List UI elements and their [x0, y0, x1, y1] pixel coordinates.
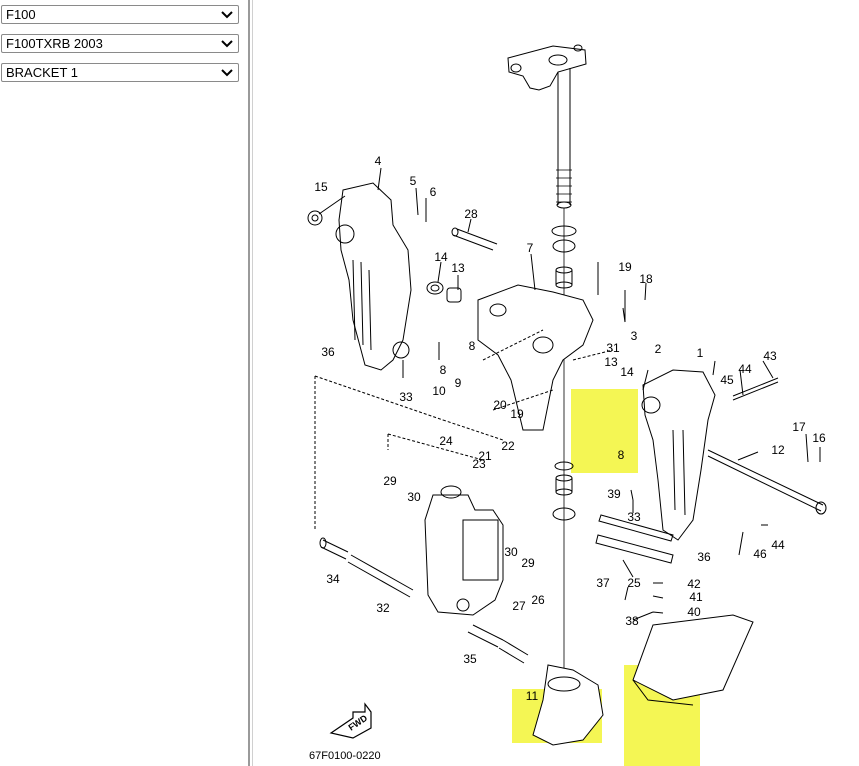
- callout-16[interactable]: 16: [812, 431, 826, 445]
- tilt-ram-unit: [424, 494, 504, 616]
- callout-1[interactable]: 1: [697, 346, 704, 360]
- callout-17[interactable]: 17: [792, 420, 806, 434]
- callout-30[interactable]: 30: [407, 490, 421, 504]
- callout-25[interactable]: 25: [627, 576, 641, 590]
- callout-38[interactable]: 38: [625, 614, 639, 628]
- callout-32[interactable]: 32: [376, 601, 390, 615]
- callout-40[interactable]: 40: [687, 605, 701, 619]
- callout-36[interactable]: 36: [321, 345, 335, 359]
- steering-arm: [507, 45, 587, 91]
- callout-19[interactable]: 19: [618, 260, 632, 274]
- callout-11[interactable]: 11: [526, 689, 539, 703]
- callout-13[interactable]: 13: [451, 261, 465, 275]
- model-select[interactable]: F100: [1, 5, 239, 24]
- model-select-value: F100: [6, 7, 36, 22]
- chevron-down-icon: [216, 64, 238, 81]
- callout-18[interactable]: 18: [639, 272, 653, 286]
- callout-44[interactable]: 44: [738, 362, 752, 376]
- chevron-down-icon: [216, 6, 238, 23]
- swivel-bracket: [477, 284, 594, 431]
- callout-26[interactable]: 26: [531, 593, 545, 607]
- callout-2[interactable]: 2: [655, 342, 662, 356]
- callout-14[interactable]: 14: [434, 250, 448, 264]
- callout-29[interactable]: 29: [383, 474, 397, 488]
- callout-23[interactable]: 23: [472, 457, 486, 471]
- callout-37[interactable]: 37: [596, 576, 610, 590]
- diagram-artwork: [307, 44, 827, 746]
- bracket-left: [338, 182, 412, 371]
- callout-13[interactable]: 13: [604, 355, 618, 369]
- callout-39[interactable]: 39: [607, 487, 621, 501]
- callout-36[interactable]: 36: [697, 550, 711, 564]
- callout-35[interactable]: 35: [463, 652, 477, 666]
- section-select[interactable]: BRACKET 1: [1, 63, 239, 82]
- callout-8[interactable]: 8: [440, 363, 447, 377]
- callout-33[interactable]: 33: [399, 390, 413, 404]
- callout-3[interactable]: 3: [631, 329, 638, 343]
- steering-shaft: [557, 68, 571, 205]
- callout-5[interactable]: 5: [410, 174, 417, 188]
- variant-select-value: F100TXRB 2003: [6, 36, 103, 51]
- variant-select[interactable]: F100TXRB 2003: [1, 34, 239, 53]
- callout-33[interactable]: 33: [627, 510, 641, 524]
- bracket-right: [642, 369, 716, 541]
- lower-mount: [532, 664, 604, 746]
- callout-45[interactable]: 45: [720, 373, 734, 387]
- callout-6[interactable]: 6: [430, 185, 437, 199]
- callout-21[interactable]: 21: [478, 449, 492, 463]
- callout-group: 1234567888910111213131414151617181919202…: [314, 154, 826, 703]
- callout-27[interactable]: 27: [512, 599, 526, 613]
- callout-34[interactable]: 34: [326, 572, 340, 586]
- callout-9[interactable]: 9: [455, 376, 462, 390]
- selector-panel: F100 F100TXRB 2003 BRACKET 1: [0, 0, 247, 766]
- callout-43[interactable]: 43: [763, 349, 777, 363]
- callout-29[interactable]: 29: [521, 556, 535, 570]
- callout-19[interactable]: 19: [510, 407, 524, 421]
- callout-22[interactable]: 22: [501, 439, 515, 453]
- catalog-code: 67F0100-0220: [309, 750, 381, 762]
- callout-20[interactable]: 20: [493, 398, 507, 412]
- callout-7[interactable]: 7: [527, 241, 534, 255]
- callout-30[interactable]: 30: [504, 545, 518, 559]
- chevron-down-icon: [216, 35, 238, 52]
- callout-28[interactable]: 28: [464, 207, 478, 221]
- callout-4[interactable]: 4: [375, 154, 382, 168]
- callout-42[interactable]: 42: [687, 577, 701, 591]
- callout-31[interactable]: 31: [606, 341, 620, 355]
- panel-divider[interactable]: [248, 0, 250, 766]
- callout-14[interactable]: 14: [620, 365, 634, 379]
- panel-divider-edge: [252, 0, 253, 766]
- callout-41[interactable]: 41: [689, 590, 703, 604]
- callout-10[interactable]: 10: [432, 384, 446, 398]
- callout-46[interactable]: 46: [753, 547, 767, 561]
- fwd-arrow-icon: FWD: [329, 702, 372, 739]
- callout-44[interactable]: 44: [771, 538, 785, 552]
- callout-24[interactable]: 24: [439, 434, 453, 448]
- callout-12[interactable]: 12: [771, 443, 785, 457]
- highlight-region[interactable]: [571, 389, 638, 473]
- callout-8[interactable]: 8: [469, 339, 476, 353]
- callout-8[interactable]: 8: [618, 448, 625, 462]
- callout-15[interactable]: 15: [314, 180, 328, 194]
- section-select-value: BRACKET 1: [6, 65, 79, 80]
